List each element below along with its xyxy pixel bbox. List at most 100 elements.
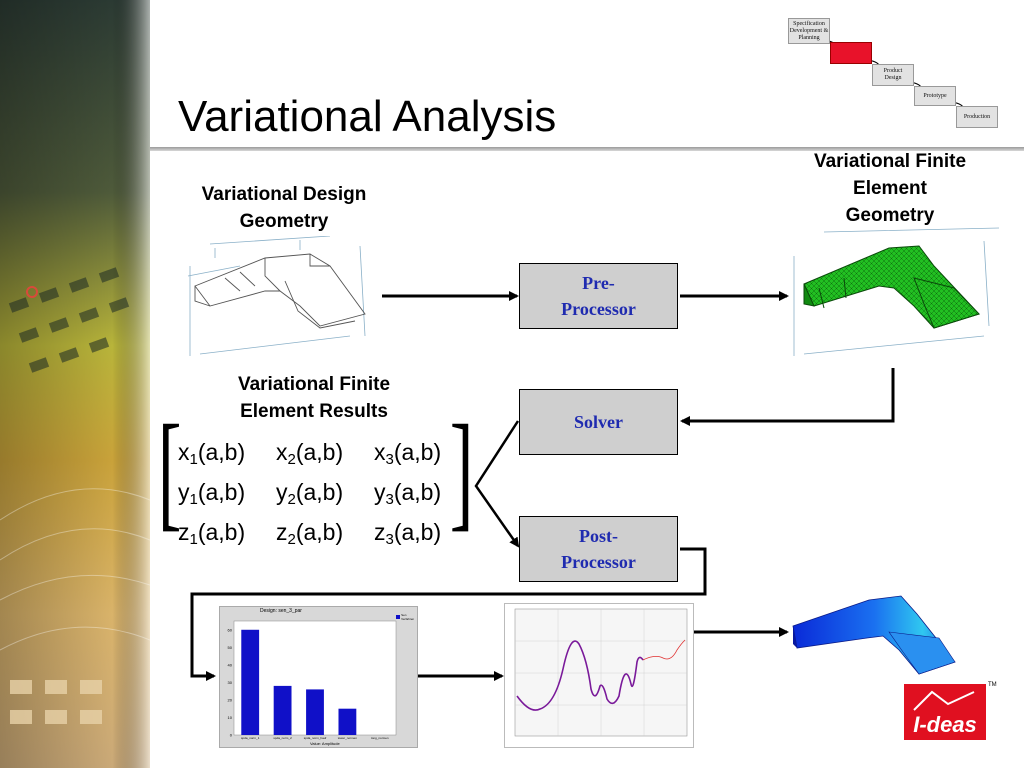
matrix-variable: x [178, 439, 190, 465]
ideas-logo: I-deas [904, 684, 986, 740]
box-label: Processor [561, 552, 636, 572]
matrix-row: x1(a,b)x2(a,b)x3(a,b) [178, 436, 441, 476]
bar-chart-legend: Sen Verfahren [396, 613, 417, 621]
bar [273, 685, 292, 735]
y-tick-label: 60 [228, 627, 233, 632]
solver-box: Solver [519, 389, 678, 455]
label-fe-results: Variational Finite Element Results [196, 371, 432, 425]
x-tick-label: spda_norm_2 [273, 736, 292, 740]
y-tick-label: 20 [228, 697, 233, 702]
label-fe-geometry: Variational Finite Element Geometry [784, 148, 996, 229]
title-divider [150, 147, 1024, 151]
ideas-logo-mark [913, 690, 975, 711]
design-geometry-wireframe [187, 236, 366, 356]
y-tick-label: 40 [228, 662, 233, 667]
label-line: Geometry [239, 211, 329, 232]
matrix-args: (a,b) [295, 439, 344, 465]
label-line: Element Results [240, 401, 388, 422]
matrix-cell: y3(a,b) [374, 476, 441, 516]
process-step-production: Production [956, 106, 998, 128]
bar-chart-panel: Design: sen_3_par Sen Verfahren 0 10 20 30 4… [219, 606, 418, 748]
matrix-args: (a,b) [295, 519, 344, 545]
matrix-index: 2 [287, 491, 296, 508]
results-matrix: x1(a,b)x2(a,b)x3(a,b)y1(a,b)y2(a,b)y3(a,… [178, 436, 441, 556]
box-label: Pre- [582, 273, 615, 293]
matrix-cell: x1(a,b) [178, 436, 276, 476]
matrix-index: 1 [189, 491, 198, 508]
bar-chart-xlabel: Value: Amplitude [310, 741, 340, 746]
matrix-args: (a,b) [197, 439, 246, 465]
bar-chart-svg: 0 10 20 30 40 50 60 spda_norm_1 spda_norm_2 spda_… [228, 620, 397, 740]
label-line: Variational Finite [813, 151, 967, 172]
matrix-index: 2 [287, 531, 296, 548]
matrix-variable: z [374, 519, 386, 545]
matrix-index: 1 [189, 451, 198, 468]
matrix-index: 1 [189, 531, 198, 548]
matrix-cell: z2(a,b) [276, 516, 374, 556]
y-tick-label: 50 [228, 645, 233, 650]
box-label: Solver [574, 412, 623, 432]
label-line: Variational Finite [237, 374, 391, 395]
stress-results-model [792, 595, 956, 675]
matrix-cell: z1(a,b) [178, 516, 276, 556]
bar [241, 629, 260, 735]
matrix-variable: y [374, 479, 386, 505]
label-line: Geometry [845, 205, 935, 226]
matrix-cell: z3(a,b) [374, 516, 441, 556]
matrix-cell: x2(a,b) [276, 436, 374, 476]
box-label: Post- [578, 526, 618, 546]
label-line: Variational Design [201, 184, 367, 205]
matrix-args: (a,b) [393, 439, 442, 465]
matrix-left-bracket: [ [157, 399, 182, 543]
matrix-cell: y1(a,b) [178, 476, 276, 516]
step-label: Design [884, 75, 902, 81]
step-label: Specification [793, 20, 825, 27]
preprocessor-box: Pre- Processor [519, 263, 678, 329]
step-label: Prototype [923, 92, 947, 99]
process-step-active [830, 42, 872, 64]
response-curve-plot [504, 603, 694, 748]
matrix-cell: x3(a,b) [374, 436, 441, 476]
matrix-index: 3 [385, 491, 394, 508]
slide-title: Variational Analysis [178, 92, 557, 141]
legend-swatch [396, 615, 401, 619]
x-tick-label: long_normen [371, 736, 389, 740]
matrix-index: 3 [385, 531, 394, 548]
matrix-args: (a,b) [197, 479, 246, 505]
step-label: Production [963, 113, 991, 120]
matrix-args: (a,b) [393, 479, 442, 505]
y-tick-label: 10 [228, 715, 233, 720]
y-tick-label: 30 [228, 680, 233, 685]
decorative-sidebar-image [0, 0, 150, 768]
x-tick-label: spda_norm_hauf [304, 736, 327, 740]
label-line: Element [853, 178, 927, 199]
y-tick-label: 0 [230, 733, 233, 738]
ideas-logo-text: I-deas [913, 712, 977, 737]
bar [338, 708, 357, 735]
box-label: Processor [561, 299, 636, 319]
x-tick-label: tower_normen [338, 736, 358, 740]
matrix-variable: y [178, 479, 190, 505]
fe-geometry-mesh-model [793, 227, 1000, 356]
step-label: Product [883, 68, 903, 74]
matrix-variable: z [178, 519, 190, 545]
bar [306, 689, 324, 735]
matrix-args: (a,b) [197, 519, 246, 545]
matrix-right-bracket: ] [449, 399, 474, 543]
step-label: Development & [789, 27, 829, 34]
matrix-index: 3 [385, 451, 394, 468]
bar-chart-title: Design: sen_3_par [260, 608, 302, 614]
matrix-variable: x [276, 439, 288, 465]
matrix-args: (a,b) [393, 519, 442, 545]
label-design-geometry: Variational Design Geometry [170, 181, 398, 235]
matrix-row: z1(a,b)z2(a,b)z3(a,b) [178, 516, 441, 556]
matrix-row: y1(a,b)y2(a,b)y3(a,b) [178, 476, 441, 516]
matrix-index: 2 [287, 451, 296, 468]
postprocessor-box: Post- Processor [519, 516, 678, 582]
process-step-prototype: Prototype [914, 86, 956, 106]
x-tick-label: spda_norm_1 [241, 736, 260, 740]
legend-label: Sen Verfahren [401, 613, 415, 621]
